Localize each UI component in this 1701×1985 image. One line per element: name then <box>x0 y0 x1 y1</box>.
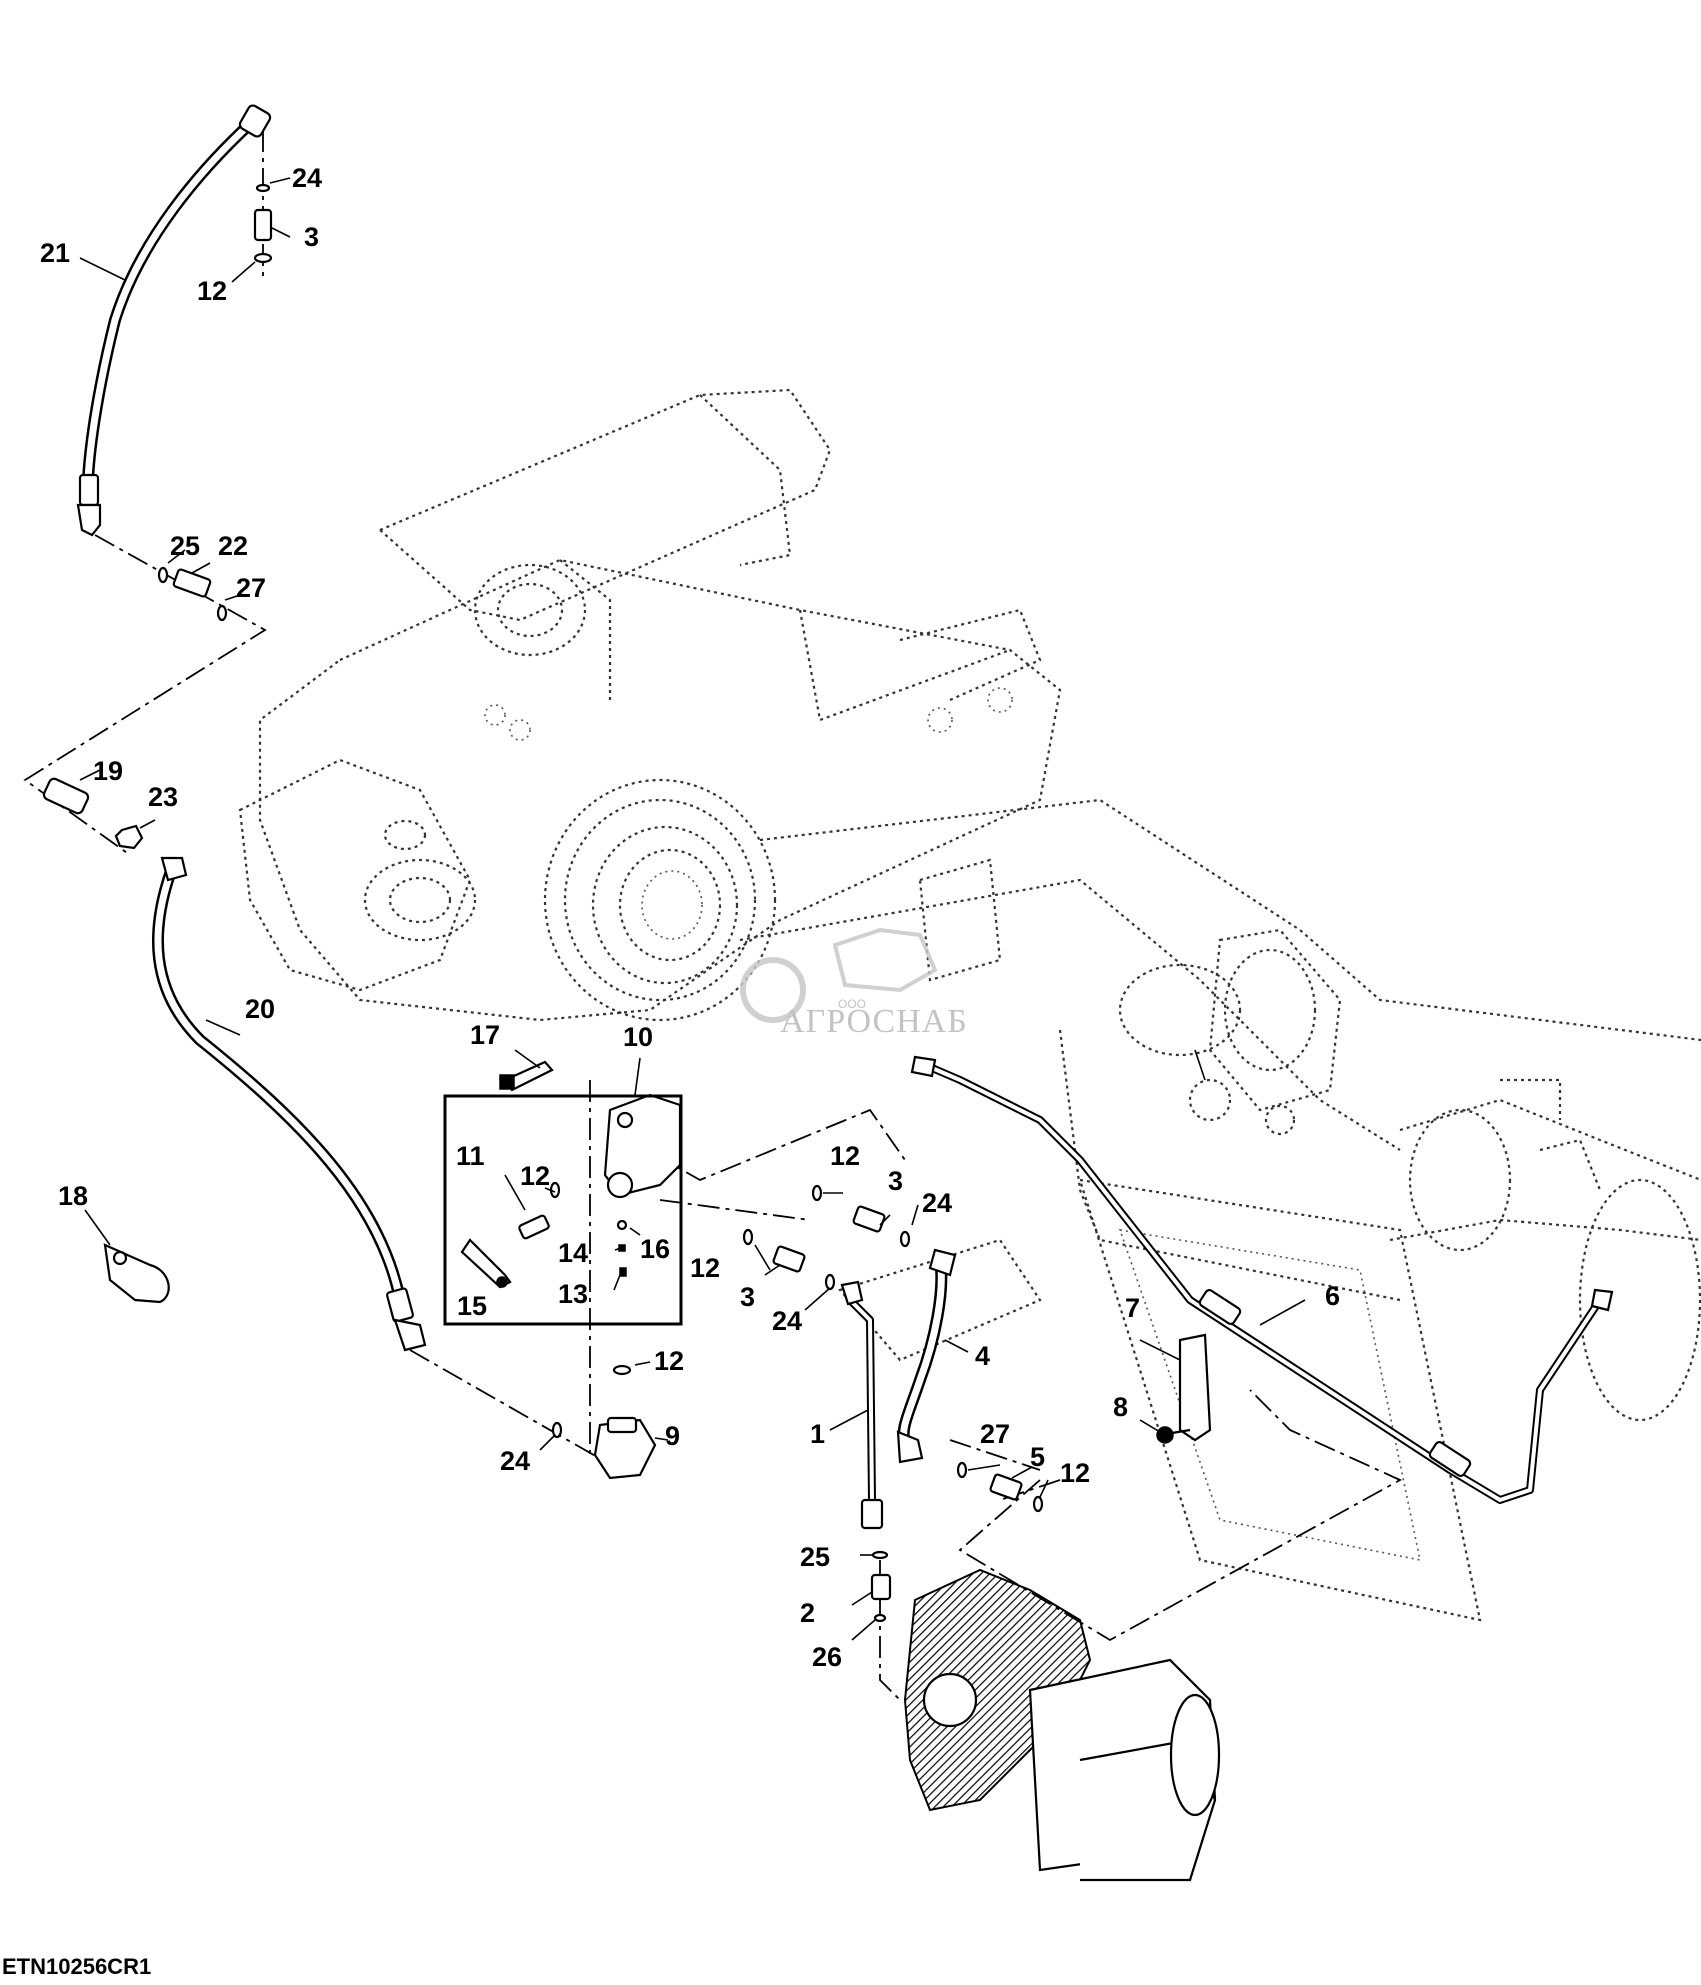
hose-21 <box>76 104 272 537</box>
callout-10: 10 <box>623 1022 653 1052</box>
callout-12: 12 <box>1060 1458 1090 1488</box>
callout-16: 16 <box>640 1234 670 1264</box>
callout-27: 27 <box>236 573 266 603</box>
callout-25: 25 <box>800 1542 830 1572</box>
callout-24: 24 <box>292 163 322 193</box>
callout-18: 18 <box>58 1181 88 1211</box>
callout-24: 24 <box>500 1446 530 1476</box>
callout-3: 3 <box>304 222 319 252</box>
fittings <box>42 183 1212 1623</box>
callout-4: 4 <box>975 1341 990 1371</box>
callout-12: 12 <box>830 1141 860 1171</box>
figure-id: ETN10256CR1 <box>2 1954 151 1979</box>
assembly-phantom-lines <box>23 130 1403 1701</box>
callout-22: 22 <box>218 531 248 561</box>
callout-19: 19 <box>93 756 123 786</box>
callout-5: 5 <box>1030 1442 1045 1472</box>
hose-4 <box>896 1248 957 1464</box>
callout-11: 11 <box>456 1141 485 1171</box>
callout-9: 9 <box>665 1421 680 1451</box>
callout-3: 3 <box>888 1166 903 1196</box>
callout-23: 23 <box>148 782 178 812</box>
hydraulic-valve-assembly <box>903 1568 1221 1882</box>
callout-20: 20 <box>245 994 275 1024</box>
callout-12: 12 <box>690 1253 720 1283</box>
callout-15: 15 <box>457 1291 487 1321</box>
callout-12: 12 <box>654 1346 684 1376</box>
callout-6: 6 <box>1325 1281 1340 1311</box>
hose-20 <box>151 856 427 1352</box>
callout-12: 12 <box>197 276 227 306</box>
watermark-company: АГРОСНАБ <box>780 1003 968 1040</box>
watermark-logo: ООО АГРОСНАБ <box>740 927 968 1040</box>
pipe-6 <box>910 1055 1614 1504</box>
callout-7: 7 <box>1125 1293 1140 1323</box>
callout-26: 26 <box>812 1642 842 1672</box>
callout-17: 17 <box>470 1020 500 1050</box>
callout-25: 25 <box>170 531 200 561</box>
callout-21: 21 <box>40 238 70 268</box>
detail-frame <box>443 1094 683 1326</box>
callout-24: 24 <box>772 1306 802 1336</box>
callout-13: 13 <box>558 1279 588 1309</box>
callout-1: 1 <box>810 1419 825 1449</box>
callout-labels: 24 3 12 21 25 22 27 19 23 20 18 17 10 11… <box>40 163 1340 1672</box>
callout-24: 24 <box>922 1188 952 1218</box>
callout-12: 12 <box>520 1161 550 1191</box>
callout-27: 27 <box>980 1419 1010 1449</box>
watermark-prefix: ООО <box>838 997 866 1011</box>
callout-14: 14 <box>558 1238 588 1268</box>
callout-8: 8 <box>1113 1392 1128 1422</box>
tractor-housing-outline <box>238 388 1701 1622</box>
leader-lines <box>79 177 1306 1641</box>
pipe-1 <box>840 1280 884 1530</box>
callout-2: 2 <box>800 1598 815 1628</box>
callout-3: 3 <box>740 1282 755 1312</box>
